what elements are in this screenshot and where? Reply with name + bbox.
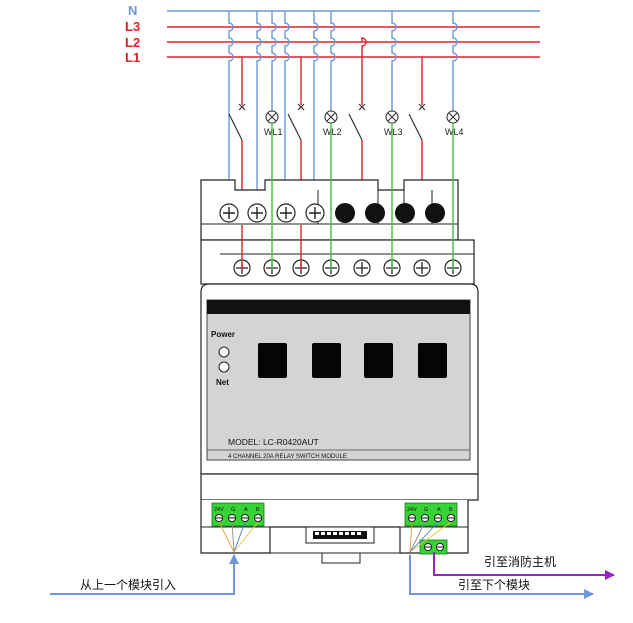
outgoing-bus-arrow bbox=[409, 555, 594, 599]
to-next-module-label: 引至下个模块 bbox=[458, 578, 530, 592]
bus-terminal-right: 24V G A B bbox=[404, 502, 458, 527]
channel-2-button[interactable] bbox=[312, 343, 341, 378]
channel-1-button[interactable] bbox=[258, 343, 287, 378]
channel-3-button[interactable] bbox=[364, 343, 393, 378]
bus-terminal-label: G bbox=[231, 507, 235, 513]
bus-terminal-label: B bbox=[449, 507, 453, 513]
blank-terminal bbox=[335, 203, 355, 223]
dip-switch[interactable] bbox=[305, 526, 375, 544]
screw-terminal bbox=[276, 203, 296, 223]
net-label: Net bbox=[216, 378, 229, 387]
fire-alarm-terminal bbox=[419, 539, 448, 555]
bus-wiring-left bbox=[218, 521, 259, 553]
from-previous-module-label: 从上一个模块引入 bbox=[80, 578, 176, 592]
front-panel bbox=[206, 299, 471, 461]
to-fire-host-label: 引至消防主机 bbox=[484, 554, 556, 569]
switches bbox=[228, 103, 426, 141]
bus-terminal-label: A bbox=[437, 507, 441, 513]
model-label: MODEL: LC-R0420AUT bbox=[228, 437, 319, 447]
screw-terminal bbox=[219, 203, 239, 223]
lamp-wl3: WL3 bbox=[384, 110, 403, 137]
lamp-wires bbox=[271, 123, 454, 270]
lamp-wl2: WL2 bbox=[323, 110, 342, 137]
power-label: Power bbox=[211, 330, 235, 339]
module-description: 4 CHANNEL 20A RELAY SWITCH MODULE bbox=[228, 454, 347, 460]
bus-terminal-label: 24V bbox=[407, 507, 417, 513]
line-label-l3: L3 bbox=[125, 19, 140, 34]
lamp-label: WL2 bbox=[323, 127, 342, 137]
bus-terminal-label: A bbox=[244, 507, 248, 513]
line-label-l1: L1 bbox=[125, 50, 140, 65]
power-led bbox=[218, 346, 230, 358]
relay-module: Power Net MODEL: LC-R0420AUT 4 CHANNEL 2… bbox=[200, 179, 479, 564]
channel-4-button[interactable] bbox=[418, 343, 447, 378]
bus-terminal-label: B bbox=[256, 507, 260, 513]
lamp-label: WL4 bbox=[445, 127, 464, 137]
screw-terminal bbox=[247, 203, 267, 223]
neutral-drops bbox=[228, 11, 458, 200]
bus-terminal-label: G bbox=[424, 507, 428, 513]
lamp-label: WL1 bbox=[264, 127, 283, 137]
blank-terminal bbox=[365, 203, 385, 223]
bus-terminal-left: 24V G A B bbox=[211, 502, 265, 527]
din-clip bbox=[321, 552, 361, 564]
line-label-l2: L2 bbox=[125, 35, 140, 50]
lamp-wl4: WL4 bbox=[445, 110, 464, 137]
bus-lines: N L3 L2 L1 bbox=[125, 3, 540, 65]
screw-terminal bbox=[413, 259, 431, 277]
fire-alarm-arrow bbox=[433, 552, 615, 580]
blank-terminal bbox=[395, 203, 415, 223]
lamps: WL1 WL2 WL3 WL4 bbox=[264, 110, 464, 137]
blank-terminal bbox=[425, 203, 445, 223]
phase-to-terminals bbox=[241, 225, 302, 270]
top-terminals bbox=[219, 203, 445, 223]
bus-wiring-right bbox=[409, 521, 452, 553]
screw-terminal bbox=[305, 203, 325, 223]
lamp-wl1: WL1 bbox=[264, 110, 283, 137]
incoming-bus-arrow bbox=[50, 554, 239, 595]
net-led bbox=[218, 361, 230, 373]
bus-terminal-label: 24V bbox=[214, 507, 224, 513]
line-label-n: N bbox=[128, 3, 137, 18]
screw-terminal bbox=[353, 259, 371, 277]
lamp-label: WL3 bbox=[384, 127, 403, 137]
